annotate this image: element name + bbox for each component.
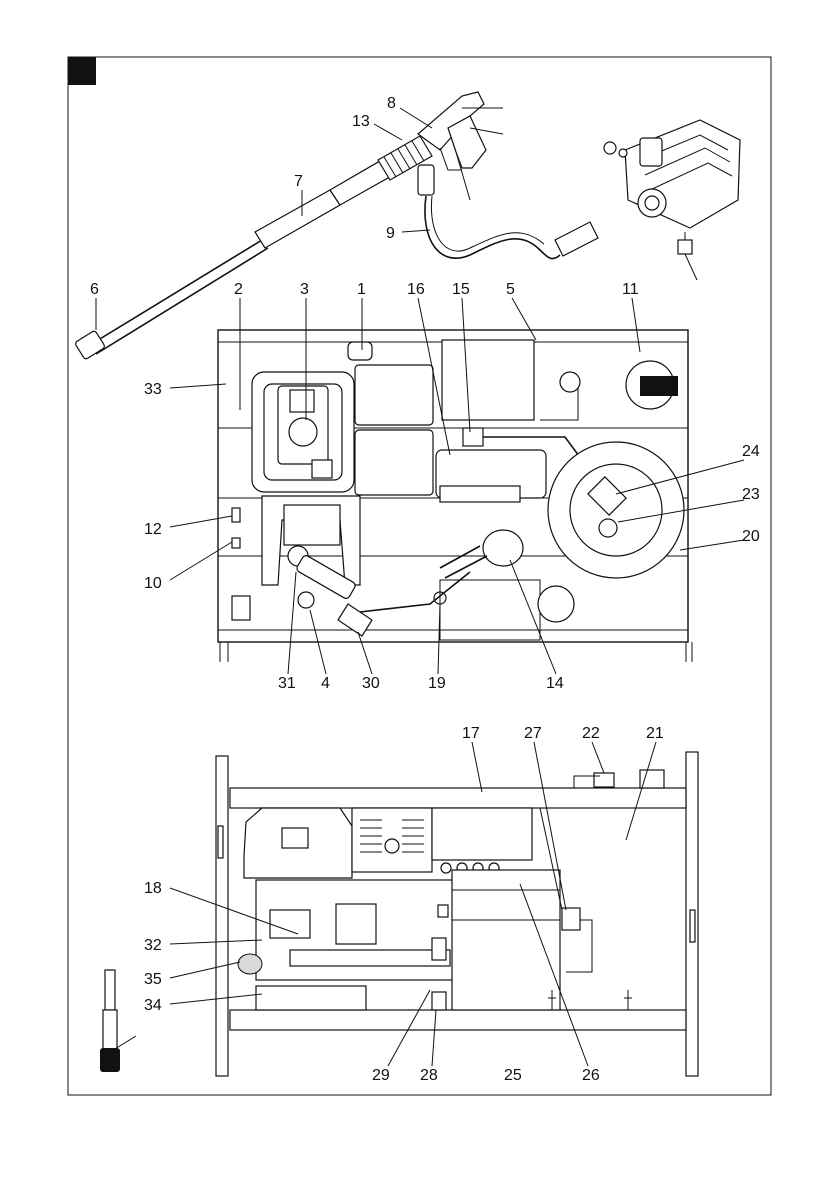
pressure-switch <box>594 773 614 787</box>
callout-17: 17 <box>462 725 480 742</box>
socket-10 <box>232 538 240 548</box>
callout-11: 11 <box>622 281 639 298</box>
callout-10: 10 <box>144 575 162 592</box>
callout-14: 14 <box>546 675 564 692</box>
fitting-28 <box>432 992 446 1010</box>
detergent-tank-side <box>452 870 560 1010</box>
sensor-27 <box>562 908 580 930</box>
cover-14 <box>538 586 574 622</box>
detergent-filter <box>483 530 523 566</box>
pump-base <box>256 986 366 1010</box>
callout-28: 28 <box>420 1067 438 1084</box>
callout-32: 32 <box>144 937 162 954</box>
callout-24: 24 <box>742 443 760 460</box>
callout-13: 13 <box>352 113 370 130</box>
callout-9: 9 <box>386 225 395 242</box>
callout-23: 23 <box>742 486 760 503</box>
callout-34: 34 <box>144 997 162 1014</box>
pump-seal-ring <box>619 149 627 157</box>
switch-box-21 <box>640 770 664 788</box>
pump-head-group <box>604 120 740 280</box>
pump-valve-fitting <box>678 240 692 254</box>
detergent-hose <box>440 546 487 578</box>
callout-30: 30 <box>362 675 380 692</box>
pump-inlet <box>640 138 662 166</box>
spray-gun-group <box>75 92 598 360</box>
callout-8: 8 <box>387 95 396 112</box>
water-inlet <box>560 372 580 392</box>
throttle-lever <box>348 342 372 360</box>
unloader-valve <box>298 592 314 608</box>
callout-21: 21 <box>646 725 664 742</box>
callout-31: 31 <box>278 675 296 692</box>
fuel-cap <box>289 418 317 446</box>
callout-26: 26 <box>582 1067 600 1084</box>
pump-plug <box>604 142 616 154</box>
control-box <box>442 340 534 420</box>
callout-22: 22 <box>582 725 600 742</box>
unit-side-view <box>216 752 698 1076</box>
callout-5: 5 <box>506 281 515 298</box>
handle-12 <box>232 508 240 522</box>
callout-29: 29 <box>372 1067 390 1084</box>
fuse-holder <box>232 596 250 620</box>
callout-15: 15 <box>452 281 470 298</box>
callout-27: 27 <box>524 725 542 742</box>
hose-end-fitting <box>555 222 598 256</box>
suction-hose <box>360 572 470 612</box>
high-pressure-hose <box>425 196 560 259</box>
lance-grip <box>255 190 340 248</box>
figure-marker <box>68 57 96 85</box>
nozzle <box>75 330 106 360</box>
callout-4: 4 <box>321 675 330 692</box>
callout-25: 25 <box>504 1067 522 1084</box>
pump-manifold <box>270 910 310 938</box>
frame-top-rail <box>230 788 686 808</box>
callout-2: 2 <box>234 281 243 298</box>
callout-20: 20 <box>742 528 760 545</box>
hose-coupling <box>418 165 434 195</box>
pump-block <box>284 505 340 545</box>
reel-hub <box>599 519 617 537</box>
valve-15 <box>463 428 483 446</box>
callout-19: 19 <box>428 675 446 692</box>
callout-35: 35 <box>144 971 162 988</box>
unloader-side <box>336 904 376 944</box>
callout-18: 18 <box>144 880 162 897</box>
filter-element <box>432 938 446 960</box>
callout-3: 3 <box>300 281 309 298</box>
frame-bottom-rail <box>230 1010 686 1030</box>
frame-left-post <box>216 756 228 1076</box>
coupling-swivel <box>438 905 448 917</box>
callout-12: 12 <box>144 521 162 538</box>
oil-filter <box>238 954 262 974</box>
control-box-side <box>432 808 532 860</box>
callout-6: 6 <box>90 281 99 298</box>
callout-16: 16 <box>407 281 425 298</box>
callout-33: 33 <box>144 381 162 398</box>
callout-7: 7 <box>294 173 303 190</box>
engine-tank <box>355 365 433 425</box>
callout-1: 1 <box>357 281 366 298</box>
pump-outlet-coupling <box>338 604 372 636</box>
switch-knob <box>640 376 678 396</box>
unit-top-view <box>218 330 692 662</box>
accessory-filter-tool <box>100 970 120 1072</box>
